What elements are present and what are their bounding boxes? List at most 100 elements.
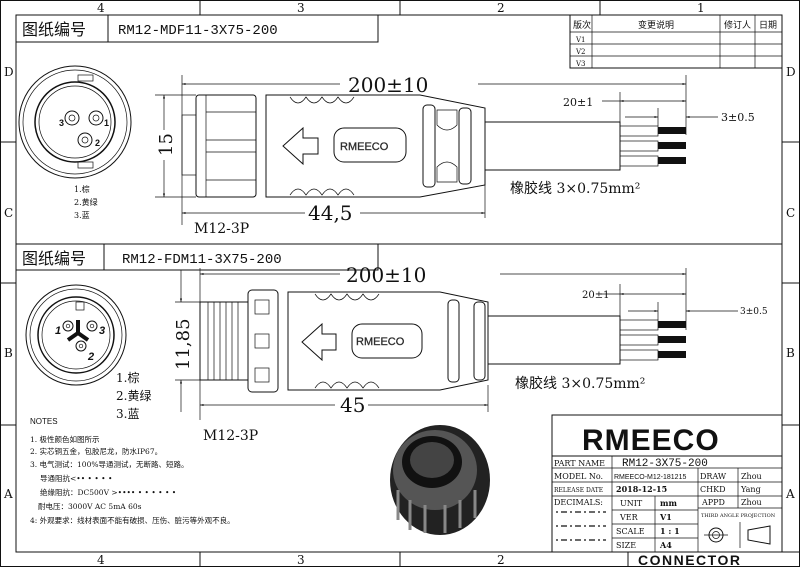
decimals-label: DECIMALS:	[554, 498, 603, 507]
zone-col-2-bottom: 2	[497, 553, 505, 567]
release-date: 2018-12-15	[616, 484, 667, 494]
size-label: SIZE	[616, 541, 636, 550]
dim-strip-length: 20±1	[563, 96, 593, 109]
third-angle-projection-icon	[704, 522, 771, 548]
note-3-withstand: 耐电压：3000V AC 5mA 60s	[38, 501, 142, 511]
zone-col-4: 4	[97, 1, 105, 15]
body-emboss-logo: RMEECO	[340, 141, 389, 153]
dim-body-length: 44,5	[308, 201, 353, 225]
zone-row-b: B	[4, 346, 13, 360]
notes: NOTES 1. 极性颜色如图所示 2. 实芯铜五金，包胶尼龙，防水IP67。 …	[30, 417, 235, 525]
dim-height: 15	[156, 133, 177, 156]
connector-side-male: RMEECO	[181, 94, 686, 198]
dim-strip-length: 20±1	[582, 290, 609, 301]
brand-logo: RMEECO	[582, 424, 720, 457]
title-block: RMEECO PART NAME RM12-3X75-200 MODEL No.…	[551, 414, 800, 567]
unit-value: mm	[660, 498, 677, 508]
appd-value: Zhou	[741, 498, 762, 507]
draw-value: Zhou	[741, 472, 762, 481]
part-name: RM12-3X75-200	[622, 458, 708, 470]
scale-value: 1 : 1	[660, 526, 680, 536]
dim-total-length: 200±10	[346, 263, 426, 287]
zone-col-3: 3	[297, 1, 305, 15]
chkd-value: Yang	[740, 485, 761, 494]
appd-label: APPD	[701, 498, 725, 507]
part-name-label: PART NAME	[554, 459, 605, 468]
pin-label-3: 3	[59, 118, 64, 128]
pin-color-2: 2.黄绿	[116, 388, 151, 403]
draw-label: DRAW	[700, 472, 727, 481]
connector-type: M12-3P	[203, 428, 258, 444]
model-label: MODEL No.	[554, 472, 603, 481]
note-3-continuity: 导通阻抗<•• • • • •	[40, 473, 112, 483]
pin-label-3: 3	[99, 325, 105, 337]
note-3: 3. 电气测试：100%导通测试，无断路、短路。	[30, 459, 188, 469]
zone-col-1: 1	[697, 1, 705, 15]
drawing-top: 图纸编号 RM12-MDF11-3X75-200 1 2 3 1.棕 2.黄绿 …	[15, 14, 755, 237]
coupling-nut-illustration	[390, 425, 490, 535]
cable-spec: 橡胶线 3×0.75mm²	[510, 180, 640, 197]
note-4: 4: 外观要求：线材表面不能有破损、压伤、脏污等外观不良。	[30, 515, 235, 525]
zone-row-d: D	[4, 65, 14, 79]
notes-title: NOTES	[30, 417, 58, 426]
cable-spec: 橡胶线 3×0.75mm²	[515, 375, 645, 392]
connector-face-female: 1 2 3	[25, 284, 127, 386]
unit-label: UNIT	[620, 499, 643, 508]
connector-side-female: RMEECO	[199, 289, 686, 393]
pin-color-3: 3.蓝	[116, 407, 139, 421]
dim-tip-length: 3±0.5	[740, 307, 768, 317]
body-emboss-logo: RMEECO	[356, 336, 405, 348]
dim-total-length: 200±10	[348, 73, 428, 97]
size-value: A4	[659, 540, 672, 550]
zone-row-d-right: D	[786, 65, 796, 79]
note-3-insulation: 绝缘阻抗：DC500V >•••• • • • • • •	[40, 487, 176, 497]
drawing-number-label: 图纸编号	[22, 249, 86, 268]
pin-color-1: 1.棕	[74, 184, 90, 194]
release-date-label: RELEASE DATE	[554, 487, 603, 494]
pin-color-1: 1.棕	[116, 370, 139, 385]
connector-type: M12-3P	[194, 221, 249, 237]
dim-body-length: 45	[340, 393, 365, 417]
zone-labels: 4 3 2 1 4 3 2 D C B A D C B A	[3, 1, 796, 567]
projection-label: THIRD ANGLE PROJECTION	[701, 513, 776, 519]
pin-color-3: 3.蓝	[74, 210, 90, 220]
drawing-number: RM12-FDM11-3X75-200	[122, 252, 282, 268]
zone-col-3-bottom: 3	[297, 553, 305, 567]
dim-tip-length: 3±0.5	[721, 111, 755, 124]
pin-label-2: 2	[95, 138, 100, 148]
rev-row-v3: V3	[575, 60, 586, 68]
zone-row-c: C	[4, 206, 13, 220]
rev-header-reviser: 修订人	[724, 19, 751, 31]
model-number: RMEECO-M12-181215	[614, 474, 686, 481]
rev-header-date: 日期	[759, 20, 777, 31]
dim-height: 11,85	[173, 318, 194, 370]
scale-label: SCALE	[616, 527, 645, 536]
connector-face-male: 1 2 3	[18, 65, 132, 179]
dimensions-bottom: 200±10 20±1 3±0.5 11,85 45	[173, 263, 768, 420]
note-1: 1. 极性颜色如图所示	[30, 434, 100, 444]
chkd-label: CHKD	[700, 485, 726, 494]
pin-color-2: 2.黄绿	[74, 197, 98, 207]
ver-value: V1	[659, 512, 672, 522]
footer-brand-logo: CONNECTOR	[638, 552, 741, 567]
pin-label-1: 1	[104, 118, 109, 128]
pin-label-2: 2	[87, 351, 94, 363]
zone-row-b-right: B	[786, 346, 795, 360]
rev-row-v2: V2	[575, 48, 586, 56]
zone-row-a: A	[3, 487, 13, 501]
zone-row-c-right: C	[786, 206, 795, 220]
drawing-bottom: 图纸编号 RM12-FDM11-3X75-200 1 2 3 1.棕 2.黄绿 …	[15, 243, 768, 444]
pin-label-1: 1	[55, 325, 61, 337]
drawing-number: RM12-MDF11-3X75-200	[118, 23, 278, 39]
ver-label: VER	[619, 513, 639, 522]
rev-row-v1: V1	[575, 36, 586, 44]
revision-table: 版次 变更说明 修订人 日期 V1 V2 V3	[569, 14, 783, 69]
zone-col-2: 2	[497, 1, 505, 15]
dimensions-top: 200±10 20±1 3±0.5 15 44,5	[155, 73, 755, 225]
drawing-number-label: 图纸编号	[22, 20, 86, 39]
rev-header-version: 版次	[573, 19, 591, 31]
zone-row-a-right: A	[785, 487, 795, 501]
rev-header-description: 变更说明	[638, 19, 674, 31]
zone-col-4-bottom: 4	[97, 553, 105, 567]
